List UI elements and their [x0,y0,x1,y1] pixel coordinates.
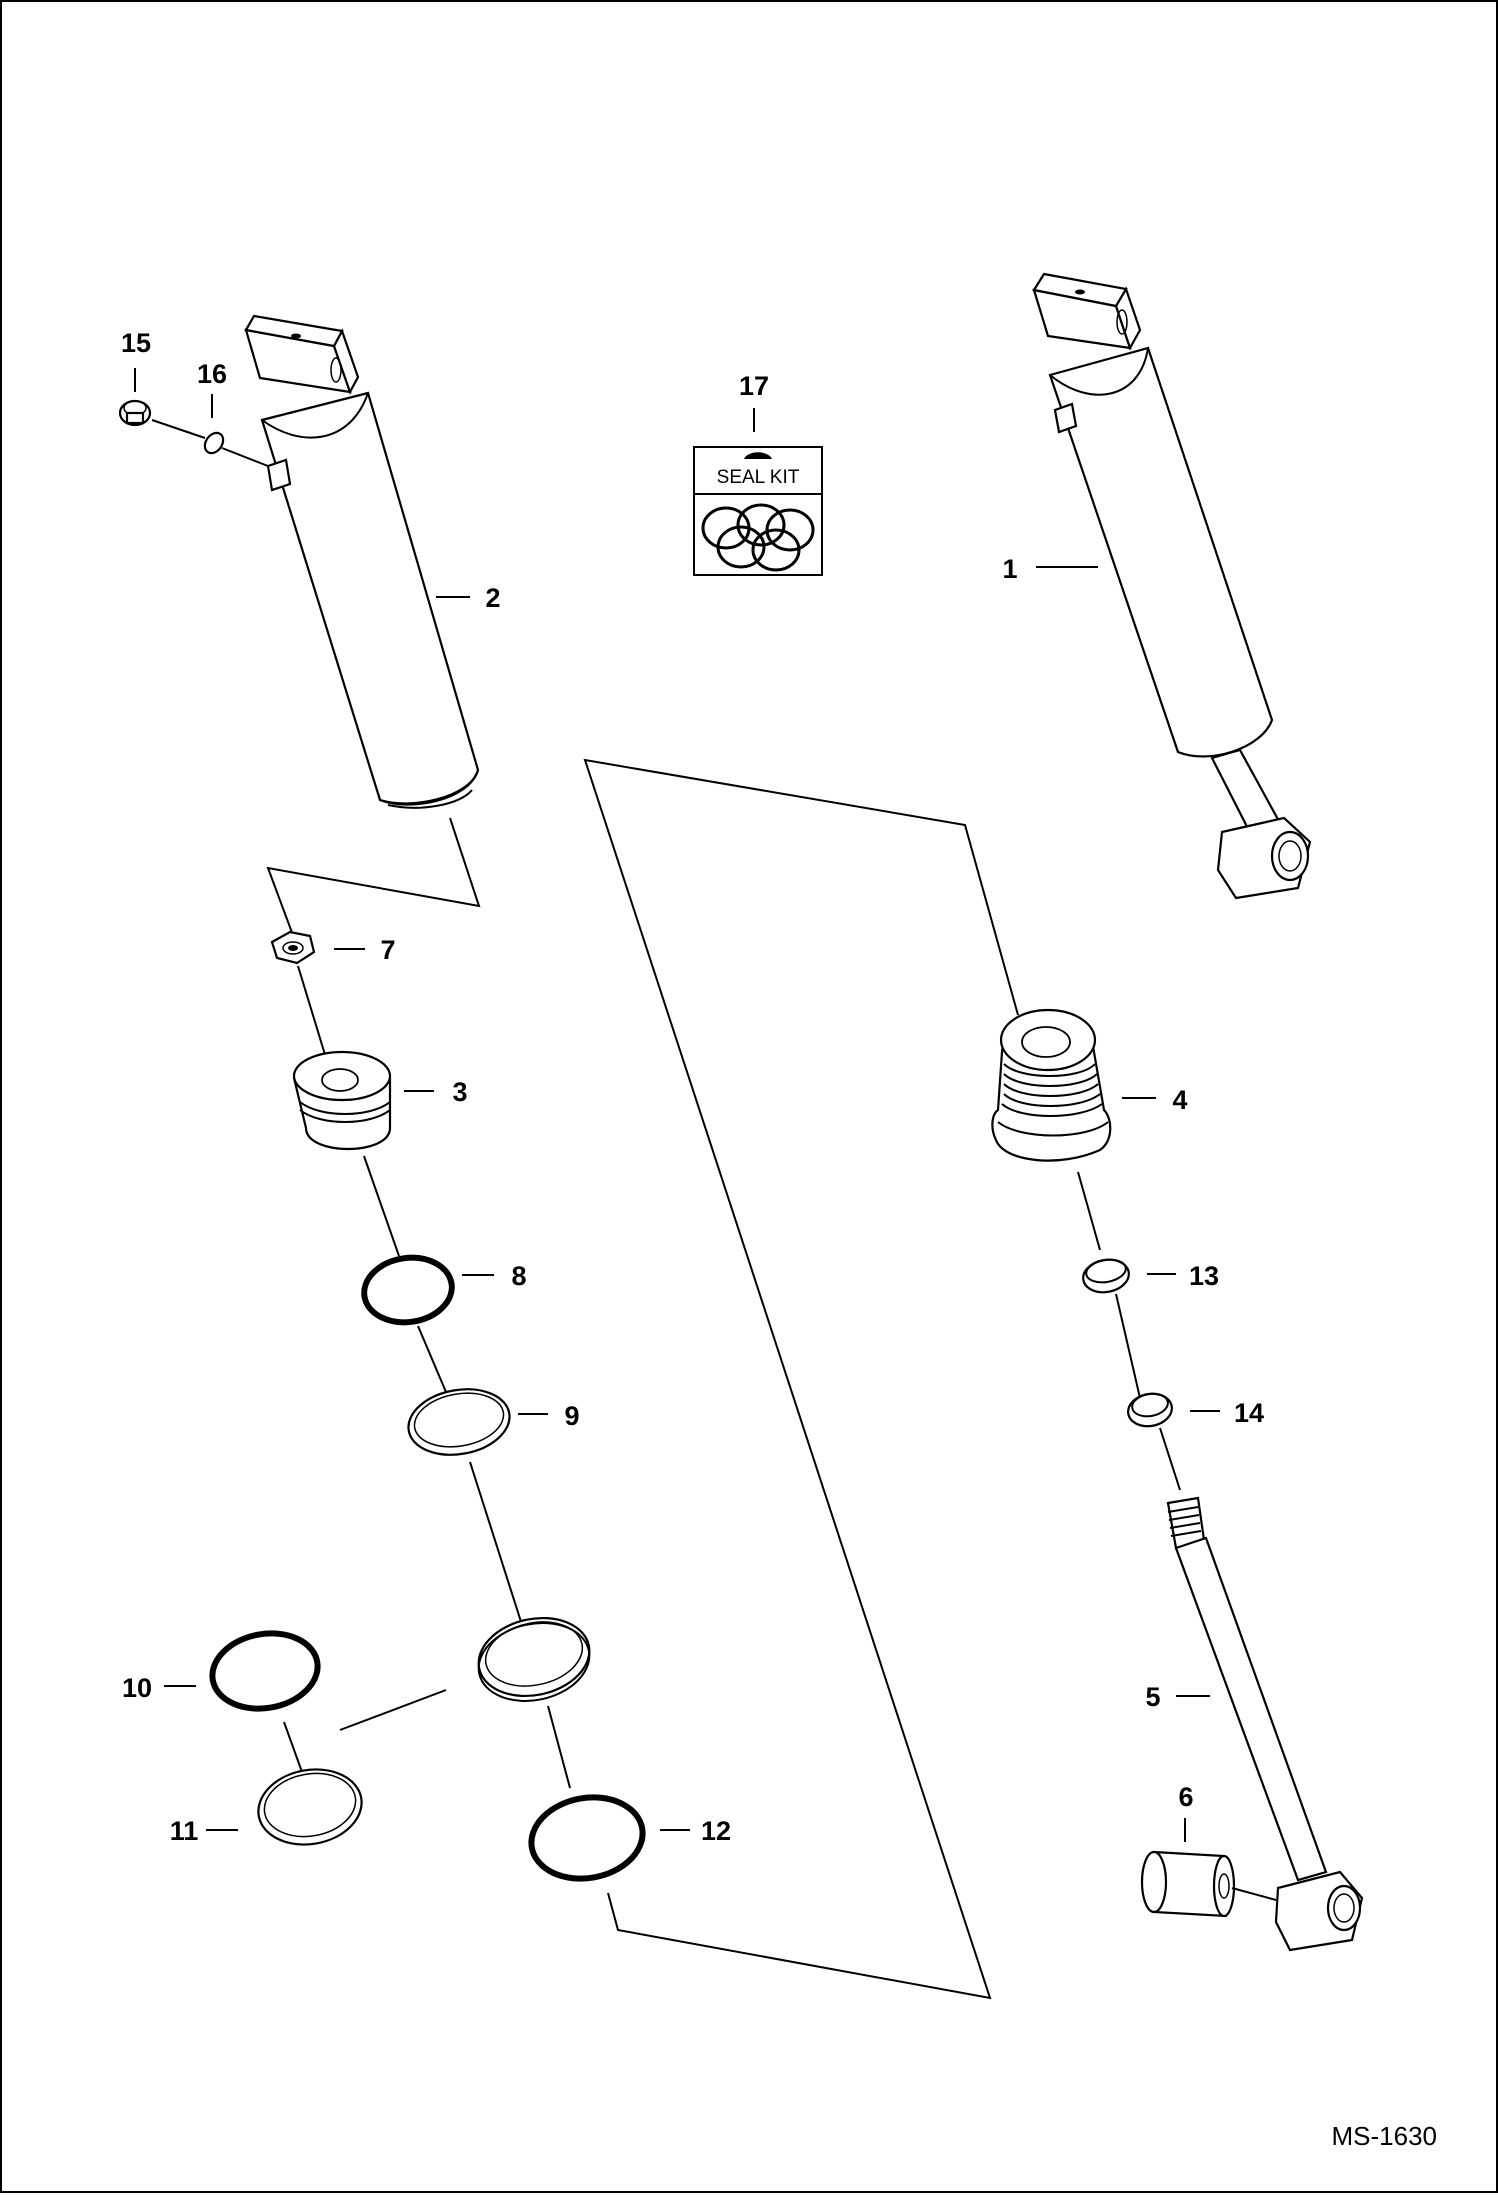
lock-nut-part-7 [270,930,316,965]
callout-16: 16 [197,359,227,389]
callout-8: 8 [511,1261,526,1291]
leader-16-barrel [221,447,269,467]
wear-ring-part-9 [407,1388,511,1456]
assembly-link-lines [583,758,1019,2000]
leader-15-16 [151,419,206,439]
callout-2: 2 [485,583,500,613]
callout-12: 12 [701,1816,731,1846]
leader-9-to-seal [469,1461,531,1651]
o-ring-part-12 [528,1794,646,1882]
o-ring-part-10 [209,1630,321,1712]
wiper-part-14 [1127,1392,1173,1428]
callout-15: 15 [121,328,151,358]
leader-14-to-rod [1159,1427,1181,1491]
callout-9: 9 [564,1401,579,1431]
leader-10-to-11 [283,1721,303,1773]
drawing-id: MS-1630 [1332,2121,1438,2151]
callout-7: 7 [380,935,395,965]
cylinder-barrel-left [244,314,480,809]
callout-10: 10 [122,1673,152,1703]
leader-8-to-9 [417,1325,447,1393]
callout-3: 3 [452,1077,467,1107]
callout-1: 1 [1002,554,1017,584]
leader-nut-to-piston [297,965,327,1059]
o-ring-part-16 [203,431,225,455]
seal-kit-package: SEAL KIT [693,446,823,576]
piston-rod-part-5 [1166,1496,1364,1952]
piston-seal-ring [477,1616,591,1702]
leader-piston-to-8 [363,1155,400,1257]
leader-4-to-13 [1077,1171,1101,1251]
plug-part-15 [118,399,152,427]
piston-part-3 [292,1050,392,1151]
o-ring-part-8 [361,1254,455,1326]
callout-13: 13 [1189,1261,1219,1291]
callout-17: 17 [739,371,769,401]
leader-13-to-14 [1115,1293,1141,1399]
rod-seal-part-13 [1082,1258,1130,1294]
leader-barrel-to-nut [266,817,481,939]
leader-seal-to-12 [547,1705,571,1789]
callout-14: 14 [1234,1398,1264,1428]
gland-part-4 [991,1008,1112,1162]
backup-ring-part-11 [257,1768,363,1846]
cylinder-assembly-right [1032,272,1312,900]
leader-seal-to-10 [339,1689,447,1731]
callout-4: 4 [1172,1085,1187,1115]
seal-kit-label: SEAL KIT [717,467,800,488]
callout-5: 5 [1145,1682,1160,1712]
callout-6: 6 [1178,1782,1193,1812]
bushing-part-6 [1140,1850,1236,1918]
callout-11: 11 [170,1816,199,1846]
callouts: 15 16 17 2 1 7 3 4 8 13 9 14 10 5 6 11 1 [121,328,1264,1846]
leader-6-to-rod [1231,1887,1277,1901]
